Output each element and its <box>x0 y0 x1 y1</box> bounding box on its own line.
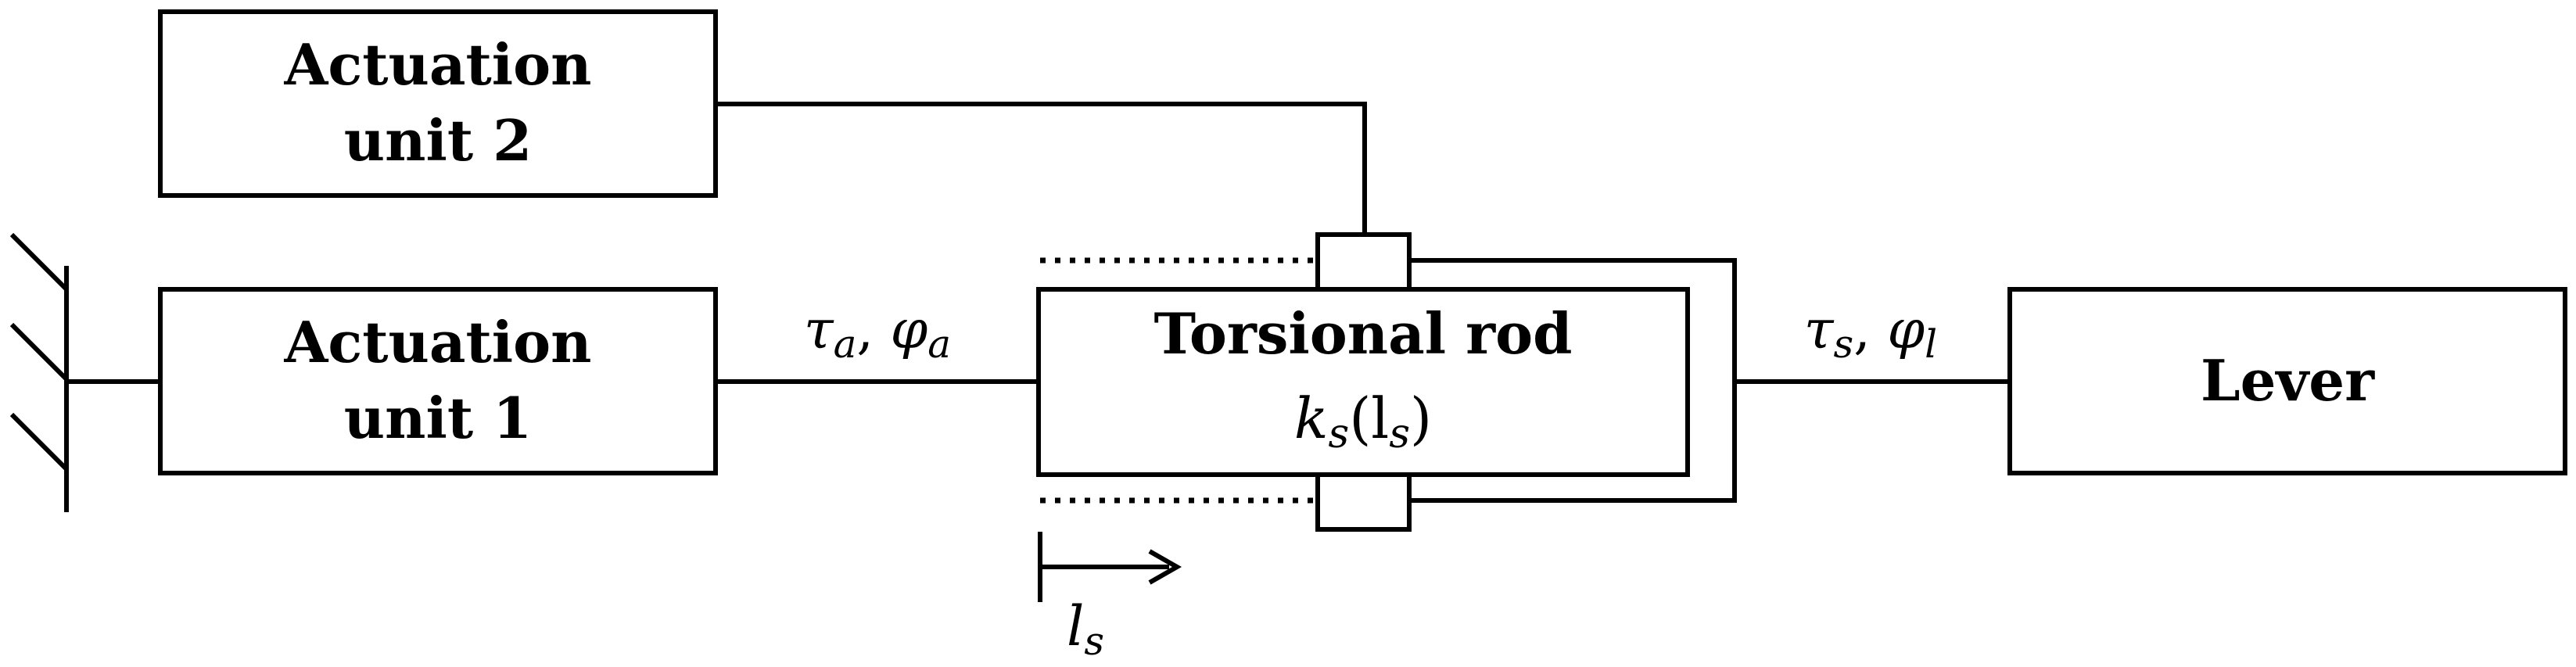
actuation-unit-2-label-line1: Actuation <box>284 31 592 98</box>
lever-label: Lever <box>2201 347 2375 414</box>
actuation-unit-1-label-line1: Actuation <box>284 309 592 375</box>
torsional-rod-block <box>1036 287 1690 477</box>
actuation-unit-2-connection <box>716 102 1367 235</box>
slider-frame-bottom <box>1409 382 1737 503</box>
actuation-unit-2-label-line2: unit 2 <box>344 107 532 174</box>
ground-symbol <box>9 232 69 512</box>
torsional-rod-title: Torsional rod <box>1154 300 1573 367</box>
slider-position-arrow <box>1038 532 1182 602</box>
actuator-output-signal-label: τa, φa <box>804 299 951 367</box>
slider-frame-top <box>1409 258 1737 382</box>
slider-top <box>1315 232 1412 292</box>
lever-block <box>2007 287 2567 475</box>
torsional-rod-stiffness: ks(ls) <box>1294 385 1432 457</box>
actuation-unit-1-label-line2: unit 1 <box>344 385 532 451</box>
slider-bottom <box>1315 472 1412 532</box>
rod-output-signal-label: τs, φl <box>1804 299 1937 367</box>
slider-position-label: ls <box>1067 594 1104 664</box>
